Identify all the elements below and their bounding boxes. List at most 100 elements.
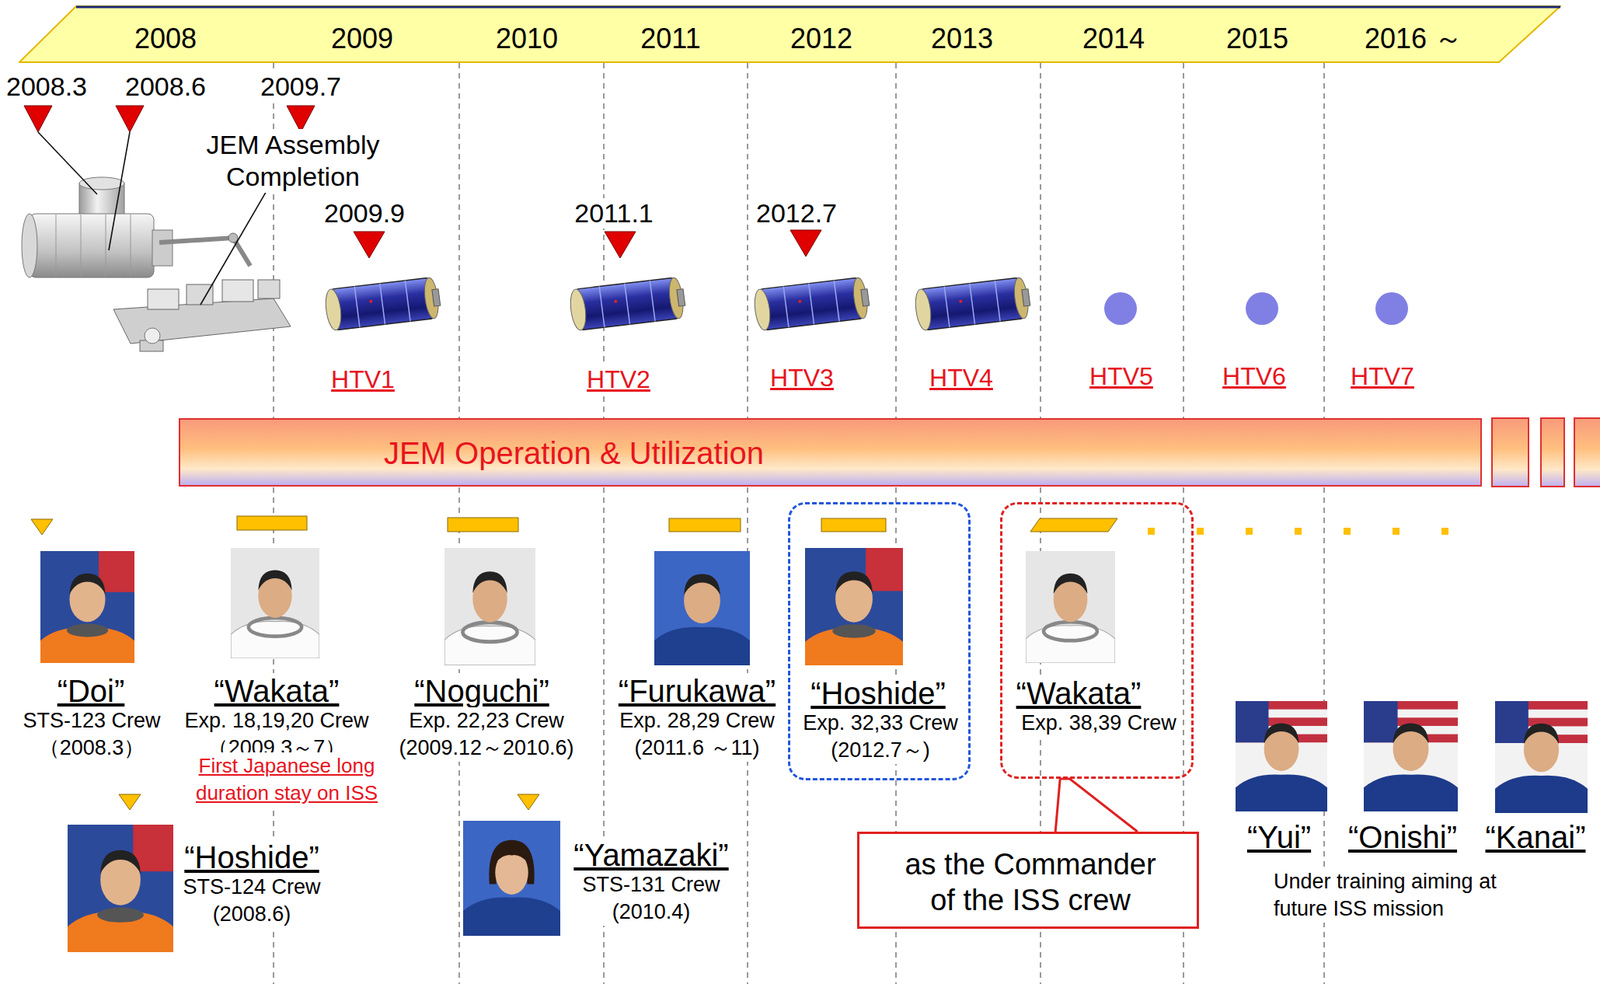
vehicle-label: HTV7: [1349, 362, 1416, 391]
portrait: [1025, 550, 1116, 663]
portrait: [1495, 700, 1588, 813]
band-title: JEM Operation & Utilization: [383, 435, 764, 471]
highlight-box: “Wakata”Exp. 38,39 Crew: [1000, 501, 1194, 779]
astronaut-name: “Hoshide”: [182, 839, 321, 875]
operation-band: JEM Operation & Utilization: [178, 418, 1482, 487]
leader-line: [38, 132, 98, 195]
pressurized-module-end: [21, 213, 38, 278]
band-fill: [19, 6, 1561, 63]
year-label: 2014: [1082, 22, 1145, 55]
portraits: [40, 547, 1588, 952]
planned-htv-dot: [1104, 292, 1137, 325]
future-dot: [1147, 527, 1155, 535]
portrait: [654, 550, 750, 666]
htv-vehicle: [568, 276, 687, 332]
grid-line: [1323, 62, 1325, 984]
callout-box: as the Commander of the ISS crew: [857, 831, 1200, 929]
planned-htv-dot: [1245, 292, 1279, 325]
vehicle-label: HTV5: [1087, 362, 1155, 391]
milestone-triangle: [604, 231, 636, 258]
astronaut-name: “Wakata”: [212, 672, 342, 709]
year-label: 2010: [495, 22, 558, 55]
mission-triangle: [31, 519, 53, 535]
mission-bars: [31, 515, 1118, 810]
year-label: 2008: [134, 22, 197, 55]
portrait: [444, 547, 536, 666]
mission-bar: [1030, 518, 1118, 532]
airlock: [152, 230, 173, 266]
portrait: [67, 824, 174, 952]
future-dot: [1343, 527, 1351, 535]
pressurized-module: [29, 213, 154, 278]
milestone-label: JEM Assembly Completion: [189, 128, 397, 193]
planned-htv-dot: [1375, 292, 1409, 325]
vehicle-label: HTV1: [329, 365, 397, 394]
mission-bar: [821, 518, 886, 532]
milestone-markers: [24, 105, 822, 258]
milestone-triangle: [115, 105, 144, 133]
portrait: [463, 820, 561, 936]
vehicle-label: HTV4: [927, 363, 995, 393]
vehicle-label: HTV2: [585, 365, 652, 394]
milestone-triangle: [790, 230, 822, 257]
astronaut-name: “Yui”: [1245, 819, 1313, 855]
crew-note: Exp. 22,23 Crew (2009.12～2010.6): [387, 707, 586, 762]
note: Under training aiming at future ISS miss…: [1272, 867, 1532, 923]
module-rib: [105, 214, 107, 277]
iss-module: [21, 177, 291, 352]
astronaut-name: “Wakata”: [1014, 675, 1144, 712]
date-label: 2011.1: [572, 198, 655, 229]
year-label: 2009: [331, 22, 394, 55]
astronaut-name: “Doi”: [55, 672, 127, 709]
grid-lines: [273, 62, 1325, 984]
crew-note: Exp. 38,39 Crew: [1019, 709, 1179, 737]
htv-vehicle: [913, 276, 1032, 332]
crew-note: Exp. 32,33 Crew (2012.7～): [795, 709, 966, 764]
mission-triangle: [517, 794, 540, 810]
band-shape: [18, 5, 1562, 63]
astronaut-name: “Onishi”: [1346, 819, 1459, 855]
vehicle-label: HTV3: [768, 363, 836, 393]
antenna: [144, 327, 161, 344]
year-label: 2016 ～: [1364, 22, 1463, 55]
astronaut-name: “Yamazaki”: [571, 836, 730, 873]
mission-bar: [669, 518, 741, 532]
astronaut-name: “Hoshide”: [808, 675, 947, 712]
callout-pointer: [1055, 778, 1138, 832]
date-label: 2009.7: [258, 71, 343, 102]
mission-triangle: [118, 794, 141, 810]
module-rib: [80, 214, 82, 277]
portrait: [805, 547, 903, 666]
callout-text: as the Commander of the ISS crew: [896, 847, 1165, 918]
note: First Japanese long duration stay on ISS: [183, 752, 391, 807]
portrait: [40, 550, 135, 663]
vehicle-label: HTV6: [1220, 362, 1288, 391]
future-dot: [1294, 527, 1302, 535]
crew-note: STS-131 Crew (2010.4): [575, 871, 727, 926]
payload: [257, 279, 280, 299]
mission-bar: [447, 517, 519, 532]
module-rib: [130, 214, 132, 277]
payload: [186, 284, 213, 305]
payload: [222, 279, 254, 302]
milestone-triangle: [353, 231, 385, 258]
mission-bar: [237, 515, 307, 530]
future-dot: [1196, 527, 1204, 535]
timeline-band: 200820092010201120122013201420152016 ～: [18, 5, 1562, 63]
date-label: 2009.9: [322, 198, 407, 229]
grid-line: [746, 62, 749, 984]
portrait: [1235, 700, 1328, 812]
year-label: 2013: [930, 22, 994, 55]
date-label: 2008.6: [123, 71, 208, 102]
exposed-facility: [113, 298, 291, 344]
year-label: 2012: [790, 22, 853, 55]
milestone-triangle: [24, 105, 53, 133]
future-dot: [1245, 527, 1253, 535]
year-label: 2011: [640, 22, 701, 55]
future-dot: [1441, 527, 1449, 535]
portrait: [1363, 700, 1458, 812]
crew-note: STS-123 Crew （2008.3）: [14, 707, 170, 762]
crew-note: STS-124 Crew (2008.6): [176, 873, 328, 928]
portrait: [230, 547, 320, 659]
